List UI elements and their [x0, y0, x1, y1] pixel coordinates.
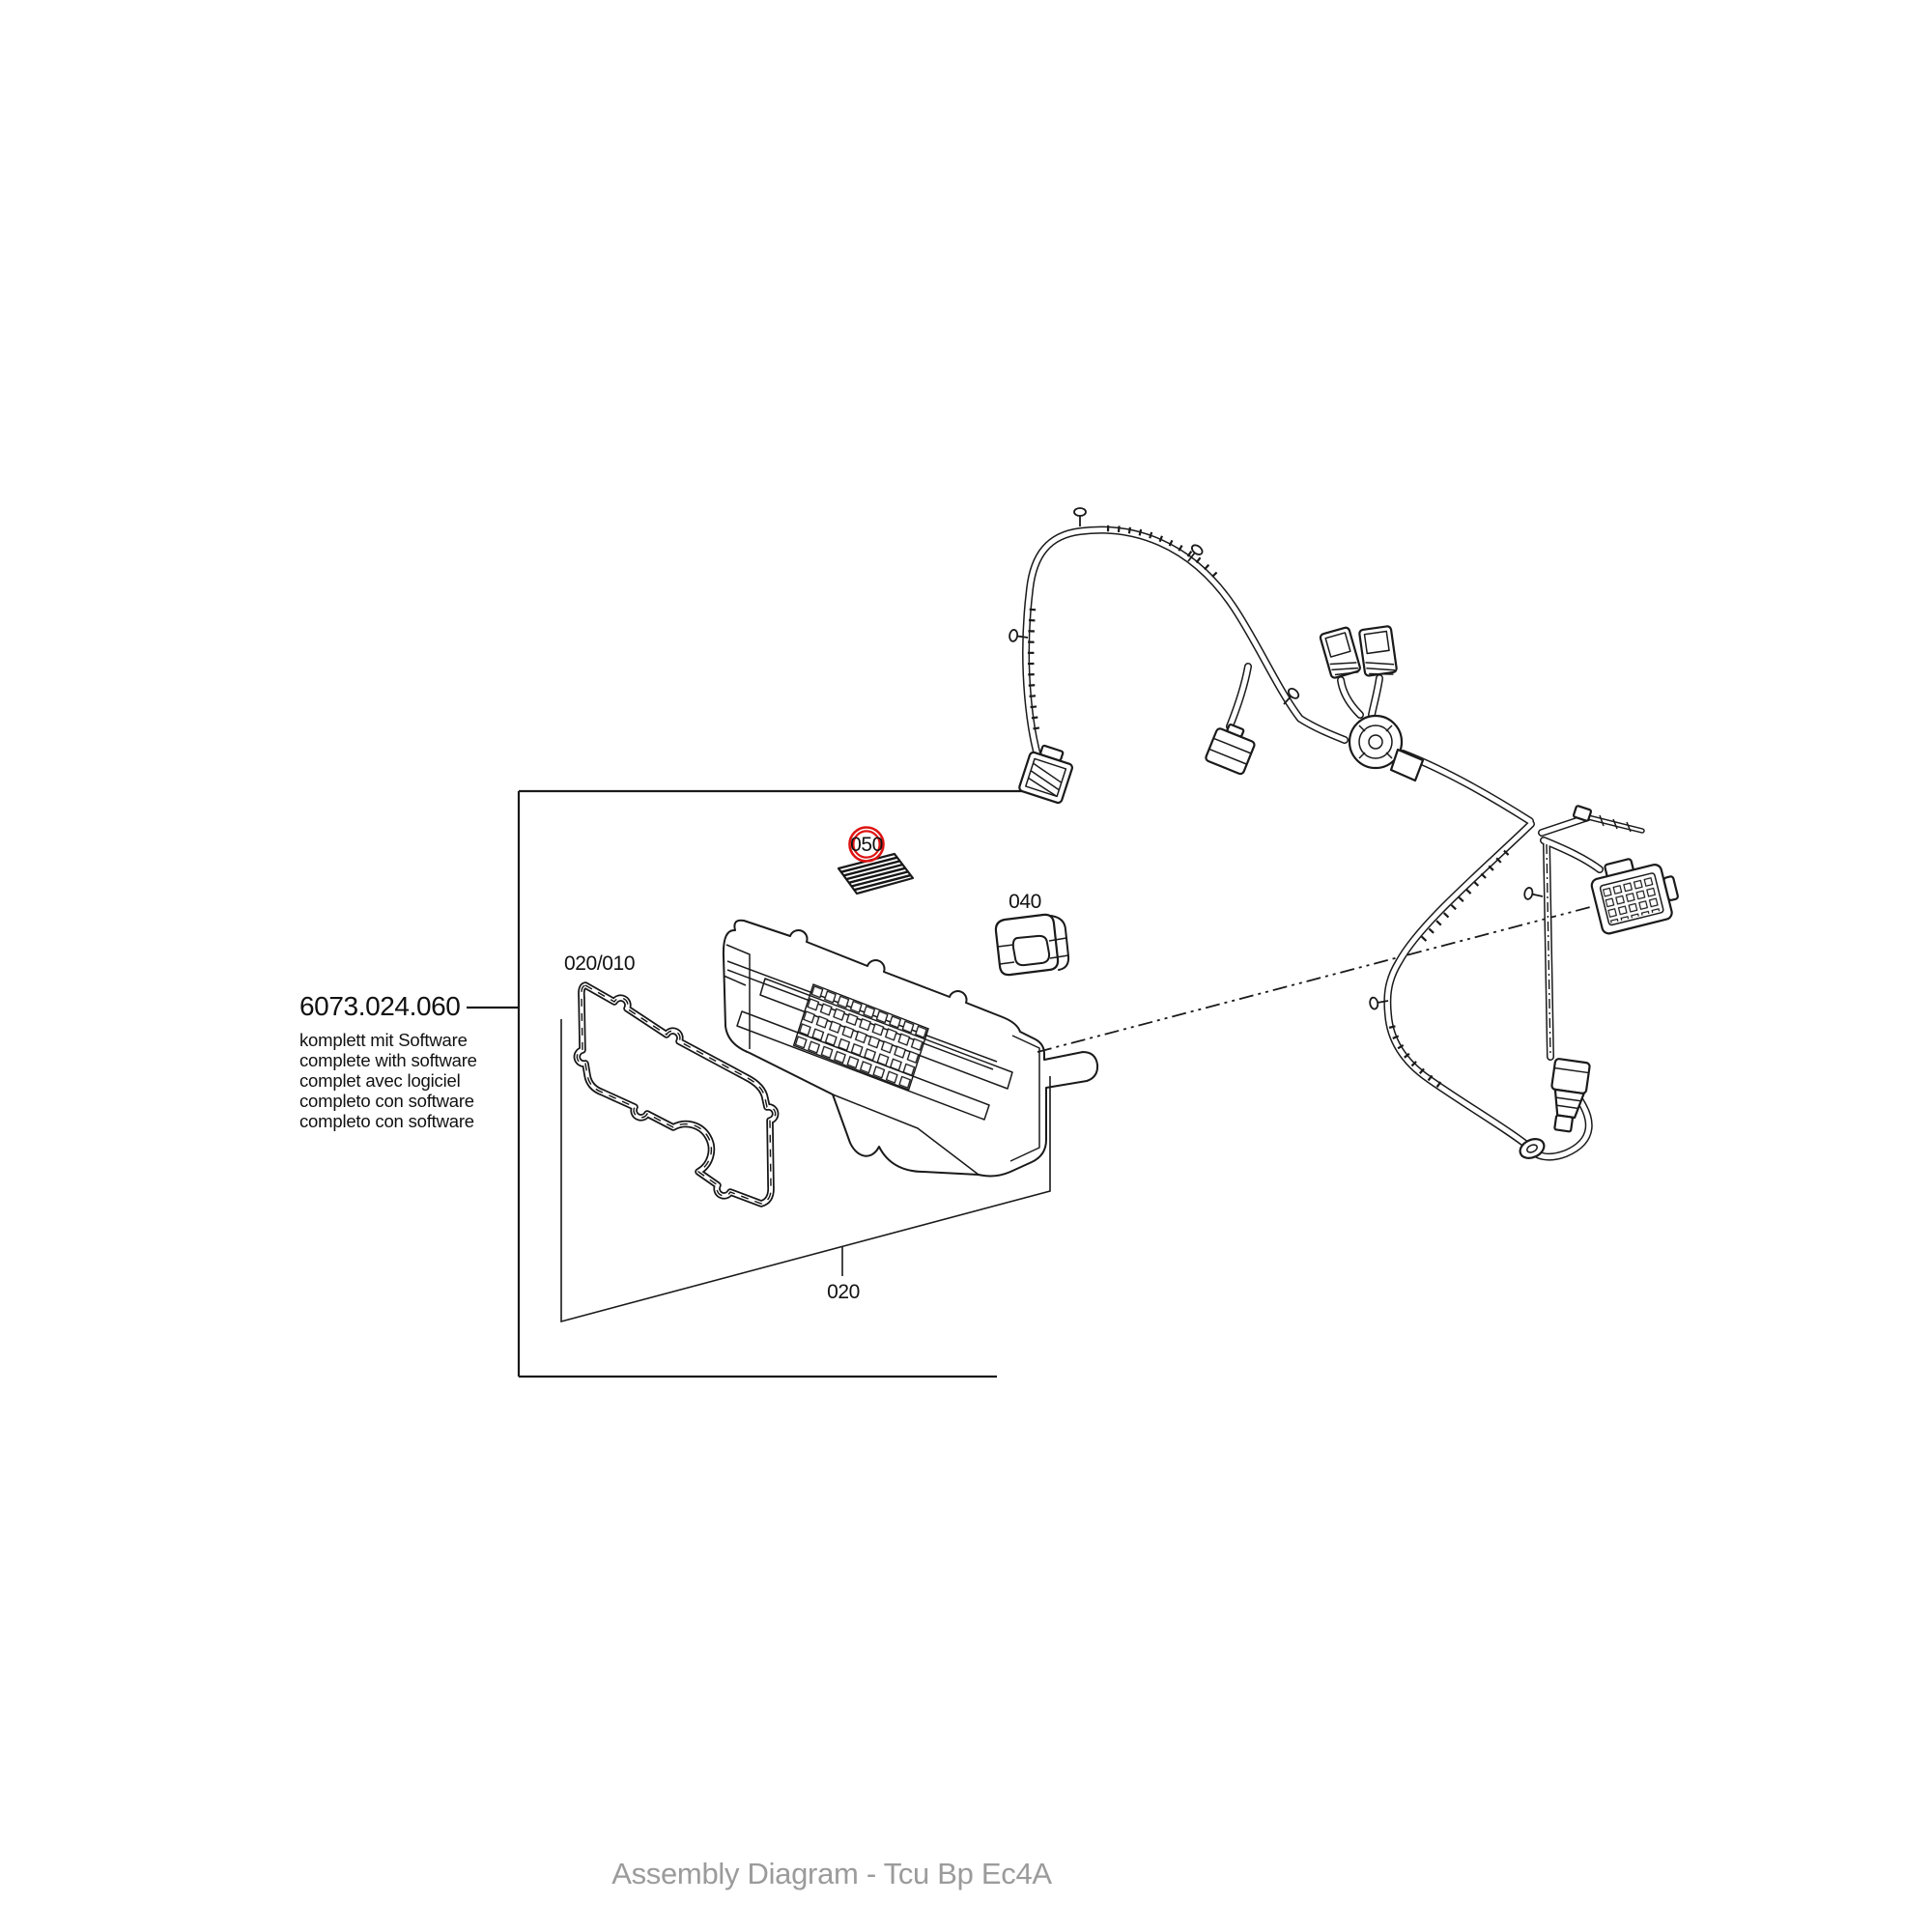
page-caption: Assembly Diagram - Tcu Bp Ec4A [611, 1857, 1052, 1890]
harness-connector-left [1018, 744, 1074, 805]
part-description-line: completo con software [299, 1091, 474, 1111]
callout-software-label-050[interactable]: 050 [850, 834, 883, 856]
part-description-line: complet avec logiciel [299, 1070, 461, 1091]
part-description-line: komplett mit Software [299, 1030, 468, 1050]
callout-gasket-020-010[interactable]: 020/010 [564, 952, 636, 975]
callout-housing-020[interactable]: 020 [827, 1281, 860, 1303]
part-number[interactable]: 6073.024.060 [299, 991, 461, 1021]
callout-blind-plug-040[interactable]: 040 [1009, 891, 1041, 913]
harness-round-connector [1348, 714, 1425, 782]
harness-tcu-connector [1590, 858, 1679, 935]
harness-clip-icon [1009, 507, 1544, 1010]
outer-frame [517, 789, 1034, 1378]
harness-sensor-probe [1572, 805, 1632, 833]
tcu-housing-drawing [722, 919, 1099, 1178]
highlight-ring-050 [848, 826, 885, 863]
harness-connector-mid [1205, 723, 1256, 776]
blind-plug-drawing [994, 913, 1070, 977]
harness-connector-top-a [1319, 626, 1361, 679]
part-description-block: komplett mit Software complete with soft… [299, 1030, 477, 1131]
inner-plane [560, 1019, 1051, 1323]
wiring-harness-drawing [1009, 507, 1679, 1161]
part-description-line: completo con software [299, 1111, 474, 1131]
gasket-drawing [573, 981, 780, 1208]
harness-connector-top-b [1358, 625, 1398, 677]
part-description-line: complete with software [299, 1050, 477, 1070]
reference-leader-line [1037, 905, 1595, 1053]
harness-bottom-connector [1519, 1058, 1591, 1159]
